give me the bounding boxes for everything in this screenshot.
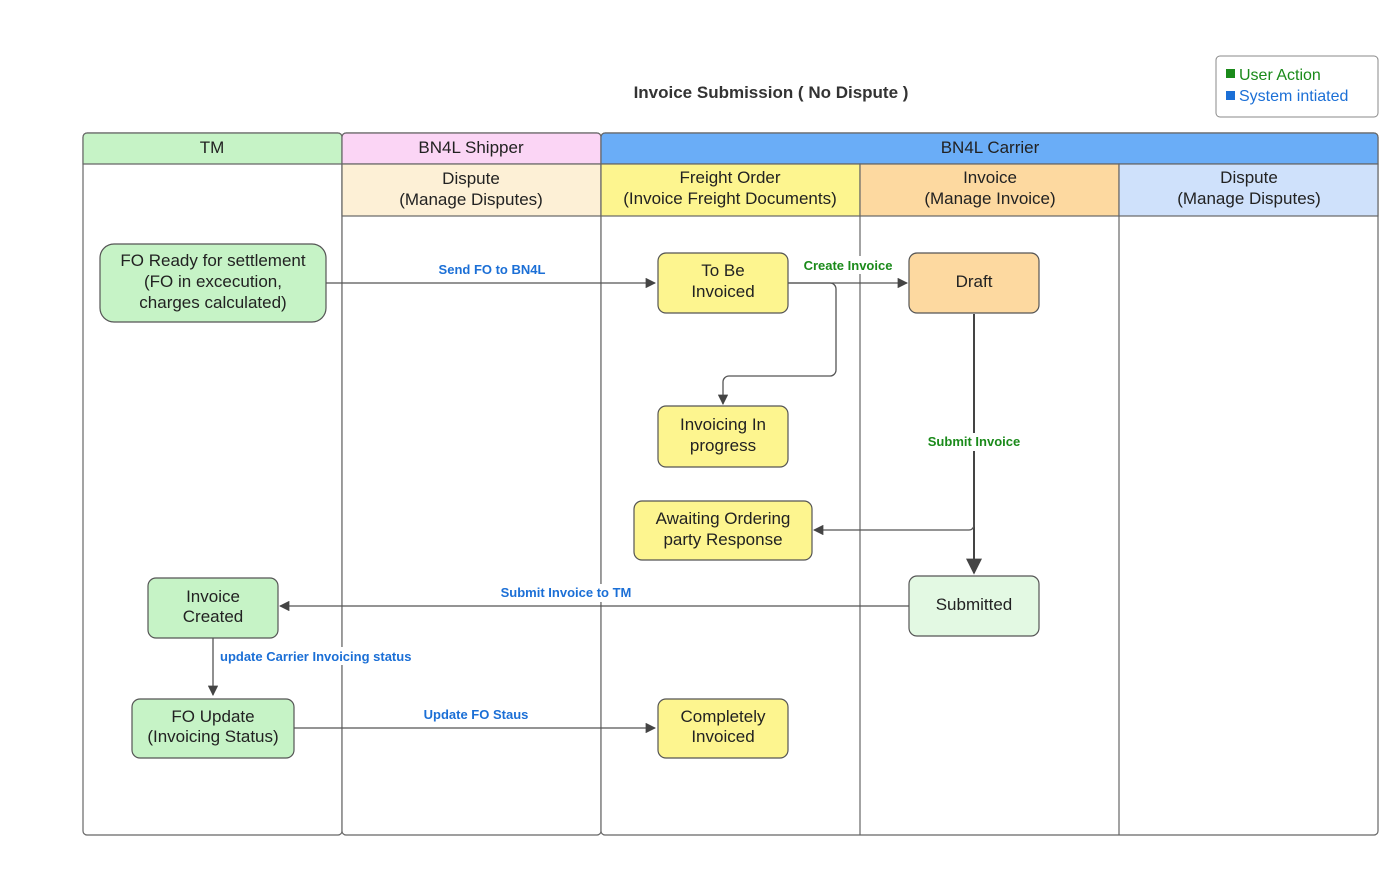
lane-invoice-line2: (Manage Invoice) <box>924 189 1055 208</box>
node-awaiting-response: Awaiting Ordering party Response <box>633 500 813 561</box>
lane-carrier-dispute <box>1118 163 1379 217</box>
pool-shipper-label: BN4L Shipper <box>418 138 524 157</box>
node-fo-ready-line1: FO Ready for settlement <box>120 251 305 270</box>
node-awaiting-line1: Awaiting Ordering <box>656 509 791 528</box>
node-to-be-invoiced-line1: To Be <box>701 261 744 280</box>
node-invoicing-in-progress-line2: progress <box>690 436 756 455</box>
edge-label-send-fo: Send FO to BN4L <box>439 262 546 277</box>
pool-carrier-label: BN4L Carrier <box>941 138 1040 157</box>
diagram-title: Invoice Submission ( No Dispute ) <box>634 83 909 102</box>
node-to-be-invoiced-line2: Invoiced <box>691 282 754 301</box>
node-invoice-created-line2: Created <box>183 607 243 626</box>
node-fo-ready-line2: (FO in excecution, <box>144 272 282 291</box>
edge-label-update-status: update Carrier Invoicing status <box>220 649 411 664</box>
edge-label-update-fo: Update FO Staus <box>424 707 529 722</box>
lane-carrier-dispute-line2: (Manage Disputes) <box>1177 189 1321 208</box>
node-fo-update: FO Update (Invoicing Status) <box>131 698 295 759</box>
legend-user-swatch <box>1226 69 1235 78</box>
legend-system-swatch <box>1226 91 1235 100</box>
node-submitted: Submitted <box>908 575 1040 637</box>
node-to-be-invoiced: To Be Invoiced <box>657 252 789 314</box>
node-submitted-label: Submitted <box>936 595 1013 614</box>
pool-carrier: BN4L Carrier Freight Order (Invoice Frei… <box>600 132 1379 836</box>
node-completely-invoiced-line2: Invoiced <box>691 727 754 746</box>
node-fo-ready: FO Ready for settlement (FO in excecutio… <box>99 243 327 323</box>
lane-invoice <box>859 163 1120 217</box>
edge-to-in-progress <box>717 282 837 406</box>
legend-system-initiated: System intiated <box>1239 88 1348 105</box>
node-invoice-created-line1: Invoice <box>186 587 240 606</box>
legend: User Action System intiated <box>1215 55 1379 118</box>
pool-tm-label: TM <box>200 138 225 157</box>
node-completely-invoiced: Completely Invoiced <box>657 698 789 759</box>
lane-invoice-line1: Invoice <box>963 168 1017 187</box>
pool-shipper: BN4L Shipper Dispute (Manage Disputes) <box>341 132 602 836</box>
node-invoice-created: Invoice Created <box>147 577 279 639</box>
edge-label-create-invoice: Create Invoice <box>804 258 893 273</box>
node-fo-update-line2: (Invoicing Status) <box>147 727 278 746</box>
lane-carrier-dispute-line1: Dispute <box>1220 168 1278 187</box>
edge-label-submit-invoice: Submit Invoice <box>928 434 1020 449</box>
edge-to-awaiting <box>812 520 975 536</box>
lane-freight-order-line2: (Invoice Freight Documents) <box>623 189 837 208</box>
node-draft-label: Draft <box>956 272 993 291</box>
lane-shipper-dispute-line1: Dispute <box>442 169 500 188</box>
node-draft: Draft <box>908 252 1040 314</box>
node-completely-invoiced-line1: Completely <box>680 707 766 726</box>
legend-user-action: User Action <box>1239 67 1321 84</box>
edge-label-submit-to-tm: Submit Invoice to TM <box>501 585 632 600</box>
lane-shipper-dispute-line2: (Manage Disputes) <box>399 190 543 209</box>
node-invoicing-in-progress-line1: Invoicing In <box>680 415 766 434</box>
lane-shipper-dispute <box>341 163 602 217</box>
node-fo-update-line1: FO Update <box>171 707 254 726</box>
node-awaiting-line2: party Response <box>663 530 782 549</box>
node-invoicing-in-progress: Invoicing In progress <box>657 405 789 468</box>
lane-freight-order-line1: Freight Order <box>679 168 780 187</box>
node-fo-ready-line3: charges calculated) <box>139 293 286 312</box>
